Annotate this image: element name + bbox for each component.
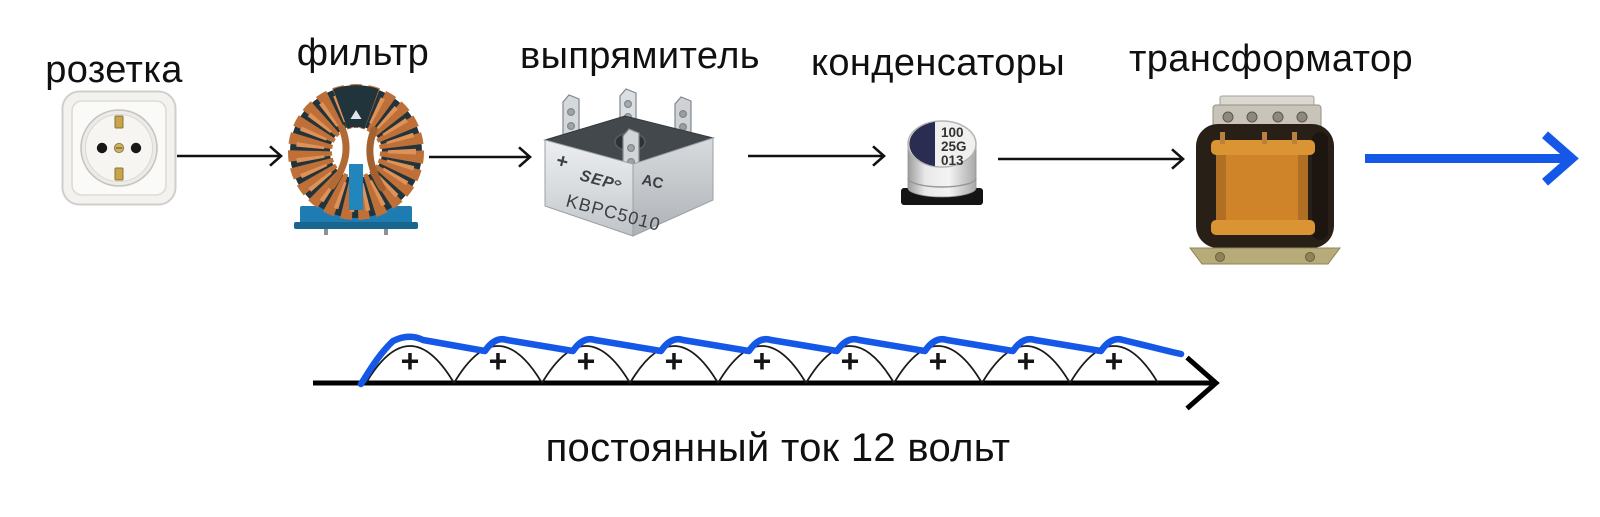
label-filter: фильтр	[296, 32, 430, 74]
halfwave-pulse	[1069, 345, 1159, 384]
copper-wire	[366, 126, 386, 192]
terminal-screws	[1222, 111, 1308, 123]
pulse-plus-sign: +	[401, 343, 420, 379]
filter-pin	[324, 226, 328, 235]
bridge-rectifier-image: + SEP KBPC5010 AC	[543, 88, 715, 237]
flow-arrow-2-head	[518, 146, 532, 168]
output-arrow-head	[1542, 131, 1579, 186]
flow-arrow-1-head	[269, 145, 283, 167]
power-socket-image	[61, 90, 177, 206]
pulse-plus-sign: +	[577, 343, 596, 379]
pulse-plus-sign: +	[1105, 343, 1124, 379]
halfwave-pulse	[629, 345, 719, 384]
certification-mark	[614, 180, 622, 186]
svg-text:013: 013	[941, 153, 964, 168]
ripple-envelope-line	[357, 333, 1185, 388]
toroidal-filter-image	[288, 84, 424, 235]
coil-flange-bottom	[1211, 220, 1315, 235]
halfwave-pulse	[893, 345, 983, 384]
core-logo-triangle	[350, 110, 362, 119]
halfwave-pulse	[541, 345, 631, 384]
label-rectifier: выпрямитель	[520, 35, 760, 77]
rectifier-side-face	[632, 137, 714, 237]
label-socket: розетка	[45, 49, 183, 91]
earth-clip-bottom	[114, 167, 124, 181]
pulse-plus-sign: +	[841, 343, 860, 379]
svg-text:100: 100	[941, 125, 964, 140]
label-capacitors: конденсаторы	[810, 42, 1066, 84]
earth-clip-top	[114, 115, 124, 129]
transformer-coil	[1216, 148, 1308, 228]
halfwave-pulse	[717, 345, 807, 384]
electrolytic-capacitor-image: 100 25G 013	[901, 120, 983, 205]
pulse-plus-sign: +	[665, 343, 684, 379]
svg-text:25G: 25G	[941, 139, 967, 154]
filter-pin	[384, 226, 388, 235]
ac-mark: AC	[640, 171, 665, 192]
polarity-stripe	[909, 121, 935, 167]
halfwave-pulse	[805, 345, 895, 384]
coil-flange-top	[1211, 140, 1315, 155]
halfwave-pulse	[365, 345, 455, 384]
socket-hole-left	[96, 142, 108, 154]
transformer-image	[1189, 95, 1341, 265]
copper-wire	[328, 124, 350, 190]
flow-arrow-4-head	[1171, 148, 1185, 170]
polarity-mark: +	[554, 150, 571, 174]
filter-center-tab	[349, 164, 363, 210]
pulse-plus-sign: +	[1017, 343, 1036, 379]
label-transformer: трансформатор	[1128, 38, 1414, 80]
pulse-plus-sign: +	[753, 343, 772, 379]
capacitor-markings: 100 25G 013	[941, 125, 967, 168]
flow-arrow-3-head	[872, 145, 886, 167]
halfwave-pulse	[453, 345, 543, 384]
socket-hole-right	[130, 142, 142, 154]
halfwave-pulse	[981, 345, 1071, 384]
mounting-bracket	[1189, 247, 1341, 265]
waveform-caption: постоянный ток 12 вольт	[545, 426, 1011, 470]
pulse-plus-sign: +	[929, 343, 948, 379]
time-axis-head	[1185, 355, 1220, 411]
pulse-plus-sign: +	[489, 343, 508, 379]
